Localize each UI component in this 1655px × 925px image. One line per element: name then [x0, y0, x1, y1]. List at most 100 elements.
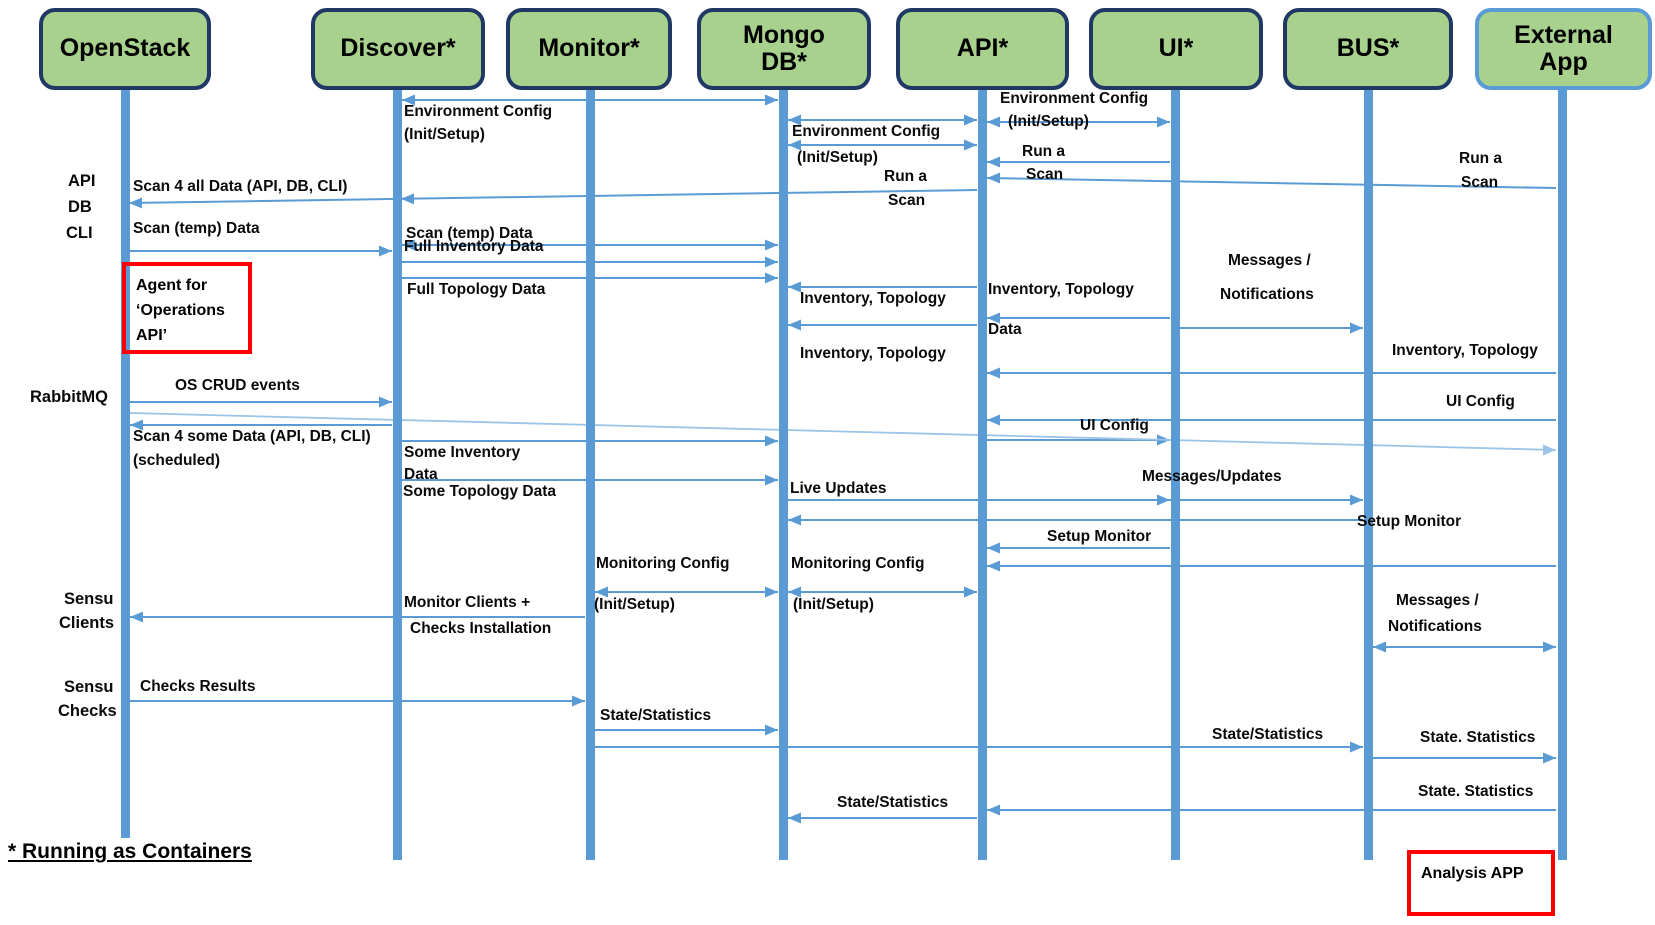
- message-label: (Init/Setup): [404, 126, 485, 143]
- message-label: Checks Results: [140, 678, 256, 695]
- arrowhead-right: [765, 256, 778, 268]
- lifeline-discover: [392, 88, 402, 860]
- message-label: (Init/Setup): [793, 596, 874, 613]
- message-label: (Init/Setup): [594, 596, 675, 613]
- annotation-analysis-app-label: Analysis APP: [1421, 865, 1524, 882]
- message-label: Full Inventory Data: [404, 238, 544, 255]
- message-label: Some Inventory: [404, 444, 521, 461]
- annotation-agent-operations-api-label: Agent for: [136, 277, 208, 294]
- message-line: [129, 412, 1557, 451]
- arrowhead-right: [765, 94, 778, 106]
- arrowhead-right: [964, 586, 977, 598]
- message-label: (scheduled): [133, 452, 220, 469]
- arrowhead-right: [1350, 741, 1363, 753]
- lifeline-bus: [1363, 88, 1373, 860]
- message-label: Run a: [1022, 143, 1066, 160]
- actor-bus-box: BUS*: [1283, 8, 1453, 90]
- message-label: Scan: [1026, 166, 1064, 183]
- annotation-agent-operations-api-label: API’: [136, 326, 168, 344]
- arrowhead-left: [987, 367, 1000, 379]
- actor-external-app-label: App: [1539, 48, 1588, 76]
- actor-bus-label: BUS*: [1336, 34, 1400, 63]
- message-label: State. Statistics: [1418, 783, 1534, 800]
- arrowhead-left: [788, 586, 801, 598]
- arrowhead-right: [765, 724, 778, 736]
- arrowhead-right: [1157, 494, 1170, 506]
- arrowhead-right: [765, 435, 778, 447]
- actor-monitor-box: Monitor*: [506, 8, 672, 90]
- arrowhead-left: [130, 611, 143, 623]
- message-label: (Init/Setup): [1008, 113, 1089, 130]
- message-label: Environment Config: [1000, 90, 1149, 107]
- arrowhead-left: [788, 114, 801, 126]
- message-label: Setup Monitor: [1357, 513, 1462, 530]
- message-label: Scan: [1461, 174, 1499, 191]
- arrowhead-right: [1543, 444, 1556, 456]
- message-label: State/Statistics: [600, 707, 712, 724]
- side-label: CLI: [66, 224, 93, 242]
- arrowhead-right: [1543, 641, 1556, 653]
- lifeline-external-app: [1557, 88, 1567, 860]
- arrowhead-left: [129, 197, 142, 209]
- actor-discover-box: Discover*: [311, 8, 485, 90]
- arrowhead-left: [788, 514, 801, 526]
- lifeline-mongo-db: [778, 88, 788, 860]
- arrowhead-left: [987, 560, 1000, 572]
- message-label: UI Config: [1446, 393, 1515, 410]
- lifeline-ui: [1170, 88, 1180, 860]
- message-label: Checks Installation: [410, 620, 552, 637]
- arrowhead-right: [1157, 116, 1170, 128]
- arrowhead-left: [130, 419, 143, 431]
- message-label: Environment Config: [404, 103, 553, 120]
- arrowhead-left: [987, 312, 1000, 324]
- side-label: Sensu: [64, 590, 114, 608]
- arrowhead-left: [788, 812, 801, 824]
- arrowhead-right: [964, 114, 977, 126]
- annotation-analysis-app: Analysis APP: [1407, 850, 1555, 916]
- arrowhead-left: [401, 193, 414, 205]
- side-label: API: [68, 172, 96, 190]
- message-label: Messages/Updates: [1142, 468, 1282, 485]
- message-label: OS CRUD events: [175, 377, 300, 394]
- message-label: Scan (temp) Data: [406, 225, 533, 242]
- message-label: Notifications: [1388, 618, 1482, 635]
- arrowhead-right: [765, 586, 778, 598]
- message-label: Messages /: [1228, 252, 1311, 269]
- message-label: Run a: [1459, 150, 1503, 167]
- arrowhead-right: [379, 396, 392, 408]
- message-label: Monitor Clients +: [404, 594, 531, 611]
- message-label: Data: [404, 466, 438, 483]
- side-label: Clients: [59, 614, 115, 632]
- arrowhead-left: [788, 281, 801, 293]
- message-label: Inventory, Topology: [800, 290, 946, 307]
- message-label: Inventory, Topology: [988, 281, 1134, 298]
- actor-ui-label: UI*: [1158, 34, 1194, 63]
- actor-mongo-db-label: Mongo: [743, 20, 825, 49]
- message-label: Some Topology Data: [403, 483, 557, 500]
- arrowhead-left: [987, 156, 1000, 168]
- message-line: [128, 189, 978, 204]
- side-label: Checks: [58, 702, 117, 720]
- side-label: DB: [68, 198, 92, 216]
- message-label: Inventory, Topology: [800, 345, 946, 362]
- message-label: State. Statistics: [1420, 729, 1536, 746]
- containers-footnote: * Running as Containers: [8, 840, 252, 863]
- arrowhead-left: [595, 586, 608, 598]
- arrowhead-right: [1543, 752, 1556, 764]
- actor-openstack-label: OpenStack: [59, 34, 191, 63]
- arrowhead-left: [987, 172, 1000, 184]
- arrowhead-right: [765, 474, 778, 486]
- arrowhead-right: [765, 272, 778, 284]
- message-label: Live Updates: [790, 480, 887, 497]
- message-line: [986, 177, 1557, 189]
- message-label: Scan 4 all Data (API, DB, CLI): [133, 178, 348, 195]
- arrowhead-left: [1373, 641, 1386, 653]
- message-label: UI Config: [1080, 417, 1149, 434]
- actor-monitor-label: Monitor*: [538, 34, 640, 63]
- message-label: Data: [988, 321, 1022, 338]
- message-label: Scan 4 some Data (API, DB, CLI): [133, 428, 371, 445]
- annotation-agent-operations-api-label: ‘Operations: [136, 301, 225, 319]
- message-label: Messages /: [1396, 592, 1479, 609]
- actor-discover-label: Discover*: [340, 34, 456, 63]
